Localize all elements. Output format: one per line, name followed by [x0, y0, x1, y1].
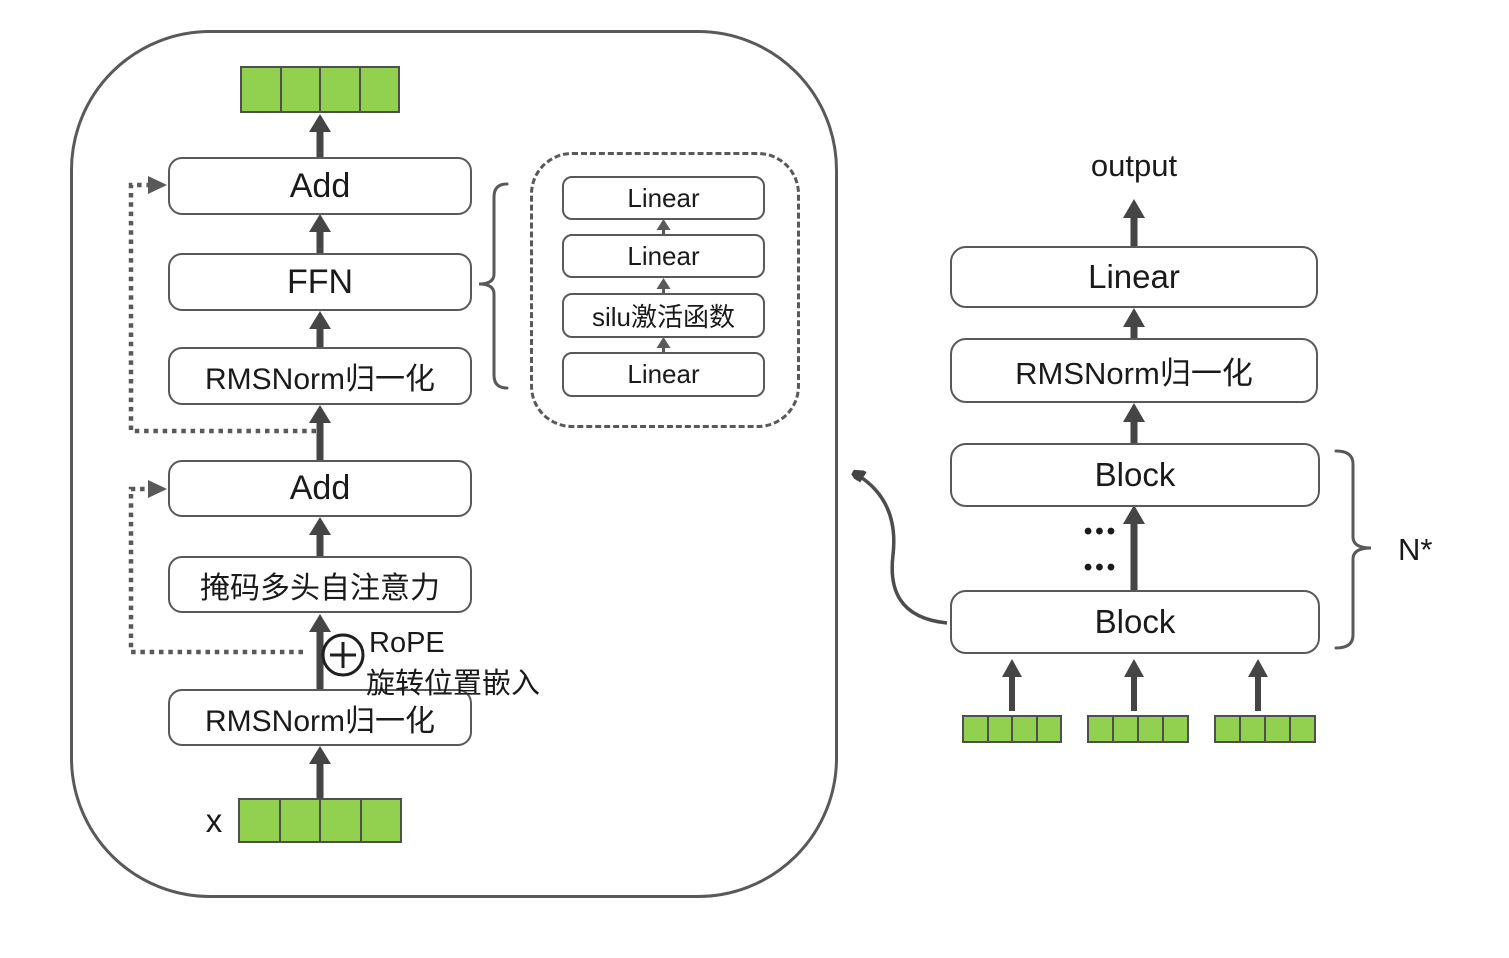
n-repeat-brace — [1334, 449, 1372, 650]
input-label: x — [205, 802, 223, 839]
token-cell — [1089, 717, 1112, 741]
token-cell — [1289, 717, 1314, 741]
input-token-bar — [238, 798, 402, 843]
ffn-detail-brace — [478, 182, 509, 390]
token-cell — [1011, 717, 1036, 741]
token-cell — [964, 717, 987, 741]
detail-linear-box-1: Linear — [562, 176, 765, 220]
token-cell — [319, 800, 360, 841]
token-cell — [319, 68, 359, 111]
arrow-input1-to-block — [1002, 659, 1022, 711]
detail-silu-box: silu激活函数 — [562, 293, 765, 338]
arrow-ffn-to-add — [309, 214, 331, 253]
ffn-detail-panel — [530, 152, 800, 428]
token-cell — [1035, 717, 1060, 741]
token-cell — [1264, 717, 1289, 741]
ffn-box: FFN — [168, 253, 472, 311]
token-cell — [986, 717, 1011, 741]
overview-input-bar-2 — [1087, 715, 1189, 743]
rope-sublabel: 旋转位置嵌入 — [366, 668, 541, 700]
overview-input-bar-1 — [962, 715, 1062, 743]
add-box-bottom: Add — [168, 460, 472, 517]
token-cell — [240, 800, 279, 841]
token-cell — [242, 68, 280, 111]
token-cell — [1216, 717, 1239, 741]
rmsnorm-post-box: RMSNorm归一化 — [168, 347, 472, 405]
detail-arrow-3 — [656, 337, 671, 352]
arrow-input3-to-block — [1248, 659, 1268, 711]
add-box-top: Add — [168, 157, 472, 215]
overview-input-bar-3 — [1214, 715, 1316, 743]
token-cell — [358, 68, 398, 111]
blocks-ellipsis-top: ••• — [1083, 518, 1119, 545]
residual-skip-upper — [128, 176, 316, 434]
token-cell — [279, 68, 319, 111]
transformer-block-container — [70, 30, 838, 898]
token-cell — [1137, 717, 1162, 741]
arrow-add2-to-rmsnorm — [309, 405, 331, 460]
arrow-linear-to-output — [1123, 199, 1145, 246]
output-label: output — [1090, 148, 1178, 183]
block-box-top: Block — [950, 443, 1320, 507]
n-repeat-label: N* — [1398, 532, 1433, 567]
detail-arrow-2 — [656, 278, 671, 293]
arrow-block-to-block — [1123, 505, 1145, 590]
masked-attention-box: 掩码多头自注意力 — [168, 556, 472, 613]
blocks-ellipsis-bottom: ••• — [1083, 554, 1119, 581]
token-cell — [1239, 717, 1264, 741]
overview-rmsnorm-box: RMSNorm归一化 — [950, 338, 1318, 403]
output-token-bar — [240, 66, 400, 113]
token-cell — [278, 800, 319, 841]
arrow-add-to-output-bar — [309, 114, 331, 157]
detail-arrow-1 — [656, 219, 671, 234]
arrow-rmsnorm-to-ffn — [309, 311, 331, 347]
token-cell — [1112, 717, 1137, 741]
arrow-rmsnorm-to-linear — [1123, 308, 1145, 338]
arrow-rmsnorm2-to-attention — [309, 614, 331, 689]
block-expand-curve-arrow — [856, 474, 948, 625]
detail-linear-box-2: Linear — [562, 234, 765, 278]
arrow-input2-to-block — [1124, 659, 1144, 711]
arrow-block-to-rmsnorm — [1123, 403, 1145, 443]
arrow-attention-to-add2 — [309, 517, 331, 556]
token-cell — [359, 800, 400, 841]
rope-label: RoPE — [369, 627, 445, 659]
rmsnorm-pre-box: RMSNorm归一化 — [168, 689, 472, 746]
overview-linear-box: Linear — [950, 246, 1318, 308]
residual-skip-lower — [128, 480, 303, 655]
block-box-bottom: Block — [950, 590, 1320, 654]
token-cell — [1162, 717, 1187, 741]
detail-linear-box-3: Linear — [562, 352, 765, 397]
arrow-input-bar-to-rmsnorm2 — [309, 746, 331, 798]
rope-plus-icon — [321, 633, 365, 677]
